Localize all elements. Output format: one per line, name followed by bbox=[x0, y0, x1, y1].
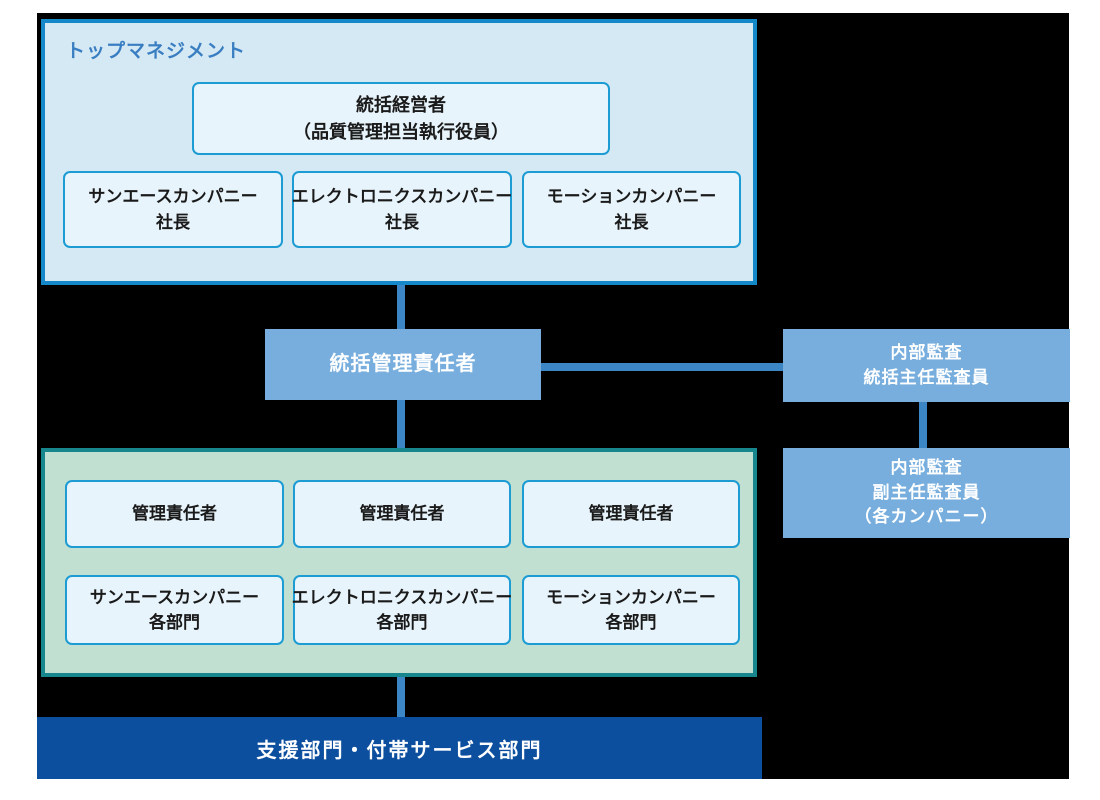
support-departments-bar: 支援部門・付帯サービス部門 bbox=[37, 717, 762, 779]
department-box-line2: 各部門 bbox=[149, 613, 200, 632]
department-box-line1: エレクトロニクスカンパニー bbox=[291, 587, 513, 607]
department-box-line1: サンエースカンパニー bbox=[89, 587, 260, 607]
connector-general-manager-to-companies bbox=[397, 398, 405, 450]
internal-audit-deputy-box: 内部監査 副主任監査員 （各カンパニー） bbox=[783, 448, 1070, 538]
department-box-line2: 各部門 bbox=[605, 613, 657, 632]
top-management-label: トップマネジメント bbox=[66, 41, 247, 62]
president-box-electronics: エレクトロニクスカンパニー 社長 bbox=[292, 171, 512, 248]
connector-companies-to-support-bar bbox=[397, 675, 405, 719]
internal-audit-chief-box: 内部監査 統括主任監査員 bbox=[783, 329, 1070, 402]
connector-top-to-general-manager bbox=[397, 283, 405, 331]
president-box-line1: モーションカンパニー bbox=[546, 187, 717, 206]
audit-deputy-line3: （各カンパニー） bbox=[854, 507, 999, 527]
audit-chief-line2: 統括主任監査員 bbox=[863, 367, 990, 387]
connector-audit-chief-to-deputy bbox=[919, 400, 927, 450]
president-box-line1: エレクトロニクスカンパニー bbox=[291, 187, 513, 206]
manager-box-label: 管理責任者 bbox=[588, 504, 674, 524]
audit-deputy-line2: 副主任監査員 bbox=[872, 482, 981, 502]
manager-box-motion: 管理責任者 bbox=[522, 480, 740, 548]
audit-deputy-line1: 内部監査 bbox=[890, 458, 963, 478]
audit-chief-line1: 内部監査 bbox=[890, 342, 963, 362]
manager-box-sunace: 管理責任者 bbox=[65, 480, 284, 548]
department-box-line1: モーションカンパニー bbox=[546, 587, 716, 607]
president-box-line1: サンエースカンパニー bbox=[88, 187, 258, 206]
executive-box: 統括経営者 （品質管理担当執行役員） bbox=[192, 82, 610, 155]
general-manager-box: 統括管理責任者 bbox=[265, 329, 541, 400]
president-box-line2: 社長 bbox=[614, 212, 649, 232]
department-box-electronics: エレクトロニクスカンパニー 各部門 bbox=[291, 575, 513, 645]
department-box-sunace: サンエースカンパニー 各部門 bbox=[65, 575, 284, 645]
president-box-line2: 社長 bbox=[385, 212, 419, 232]
executive-box-line2: （品質管理担当執行役員） bbox=[293, 121, 509, 142]
president-box-sunace: サンエースカンパニー 社長 bbox=[63, 171, 283, 248]
manager-box-electronics: 管理責任者 bbox=[293, 480, 511, 548]
manager-box-label: 管理責任者 bbox=[359, 504, 445, 524]
connector-general-manager-to-audit bbox=[535, 363, 787, 371]
general-manager-label: 統括管理責任者 bbox=[329, 353, 477, 375]
executive-box-line1: 統括経営者 bbox=[356, 94, 446, 115]
department-box-motion: モーションカンパニー 各部門 bbox=[522, 575, 740, 645]
president-box-motion: モーションカンパニー 社長 bbox=[522, 171, 741, 248]
manager-box-label: 管理責任者 bbox=[132, 504, 217, 524]
president-box-line2: 社長 bbox=[156, 212, 190, 232]
department-box-line2: 各部門 bbox=[376, 613, 428, 632]
support-departments-label: 支援部門・付帯サービス部門 bbox=[256, 739, 543, 762]
